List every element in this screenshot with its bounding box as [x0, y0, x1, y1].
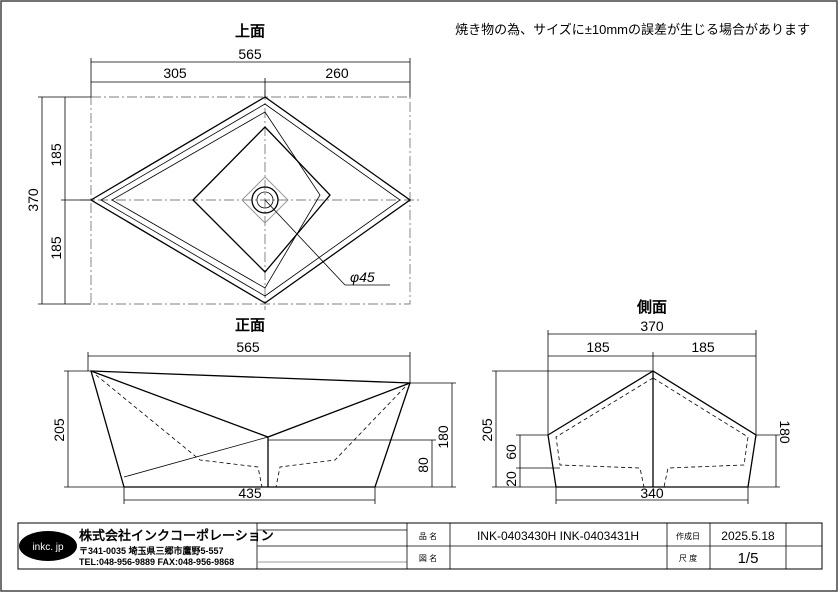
front-view-title: 正面 [235, 317, 265, 334]
logo-text: inkc. jp [32, 542, 64, 553]
product-label: 品 名 [419, 531, 437, 541]
side-20-dim: 20 [503, 471, 519, 487]
side-left-dim: 185 [586, 339, 610, 355]
company-contact: TEL:048-956-9889 FAX:048-956-9868 [79, 557, 234, 567]
side-inner-height-dim: 180 [777, 420, 793, 444]
company-address: 〒341-0035 埼玉県三郷市鷹野5-557 [79, 545, 224, 556]
date-label: 作成日 [676, 531, 700, 541]
top-height-dim: 370 [25, 188, 41, 212]
front-drain-height-dim: 80 [415, 457, 431, 473]
top-view: 上面 φ45 565 305 260 370 185 185 [25, 23, 420, 310]
top-right-dim: 260 [325, 65, 349, 81]
basin-outer-rim [89, 96, 412, 304]
side-width-dim: 370 [640, 318, 664, 334]
product-name: INK-0403430H INK-0403431H [477, 529, 639, 543]
drain-diameter: φ45 [350, 269, 375, 285]
date-value: 2025.5.18 [721, 529, 775, 543]
front-bottom-dim: 435 [238, 485, 262, 501]
drain-hole [251, 186, 279, 214]
company-logo [19, 531, 77, 561]
side-outline [547, 370, 757, 488]
front-height-dim: 205 [51, 418, 67, 442]
top-lower-dim: 185 [48, 236, 64, 260]
top-upper-dim: 185 [48, 143, 64, 167]
side-view-title: 側面 [636, 298, 667, 316]
side-right-dim: 185 [691, 339, 715, 355]
title-block: inkc. jp 株式会社インクコーポレーション 〒341-0035 埼玉県三郷… [17, 522, 823, 570]
side-bottom-dim: 340 [640, 485, 664, 501]
top-width-dim: 565 [238, 46, 262, 62]
basin-inner-bowl [192, 126, 331, 273]
side-view: 側面 370 185 185 340 205 60 20 180 [479, 298, 793, 504]
scale-value: 1/5 [738, 550, 759, 567]
side-60-dim: 60 [503, 444, 519, 460]
company-name: 株式会社インクコーポレーション [79, 528, 274, 543]
drawing-label: 図 名 [419, 553, 437, 563]
front-view: 正面 565 435 205 180 80 [51, 317, 456, 504]
front-width-dim: 565 [236, 339, 260, 355]
side-height-dim: 205 [479, 418, 495, 442]
top-view-title: 上面 [235, 23, 265, 40]
front-inner-height-dim: 180 [435, 425, 451, 449]
scale-label: 尺 度 [679, 553, 697, 563]
tolerance-note: 焼き物の為、サイズに±10mmの誤差が生じる場合があります [455, 22, 810, 37]
top-left-dim: 305 [163, 65, 187, 81]
